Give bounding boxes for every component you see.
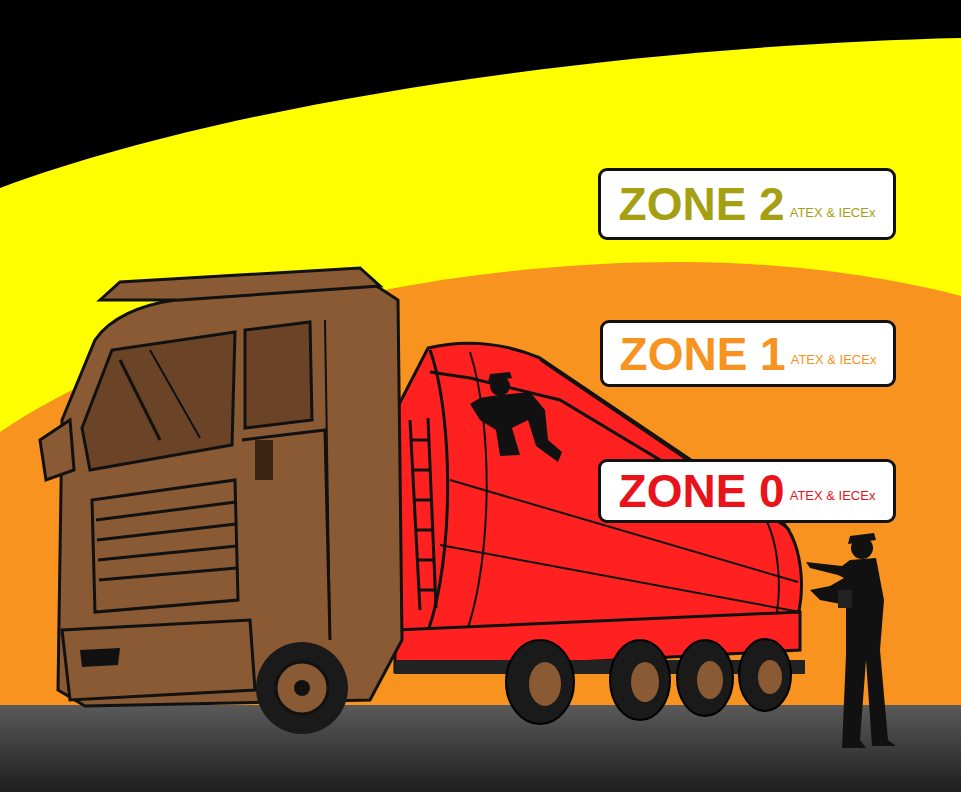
zone-label-box: ZONE 0 ATEX & IECEx: [598, 459, 896, 523]
zone-title: ZONE 2: [619, 181, 785, 227]
standard-label: ATEX & IECEx: [790, 489, 876, 502]
zone-label-box: ZONE 2 ATEX & IECEx: [598, 168, 896, 240]
standard-label: ATEX & IECEx: [790, 206, 876, 219]
standard-label: ATEX & IECEx: [791, 353, 877, 366]
zone-label-box: ZONE 1 ATEX & IECEx: [600, 320, 896, 387]
zone-title: ZONE 0: [619, 468, 785, 514]
zone-title: ZONE 1: [620, 331, 786, 377]
